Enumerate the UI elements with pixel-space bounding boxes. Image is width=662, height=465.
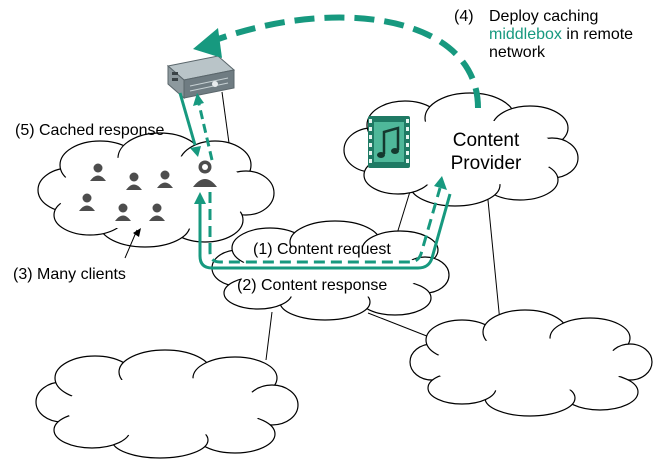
bottom-cloud-core xyxy=(65,377,265,437)
client-to-middlebox-request xyxy=(197,103,214,161)
cached-response-label: (5) Cached response xyxy=(15,122,165,139)
provider-cloud-core xyxy=(367,119,557,187)
step4-text-line1: Deploy caching xyxy=(489,8,599,25)
link-provider-to-right-cloud xyxy=(486,189,501,323)
client-person-icon xyxy=(90,163,106,181)
many-clients-label: (3) Many clients xyxy=(13,266,126,283)
content-request-arrowhead xyxy=(434,176,447,190)
client-person-icon xyxy=(79,193,95,211)
content-request-path xyxy=(208,187,442,264)
middlebox-highlight: middlebox xyxy=(489,26,562,43)
cached-response-arrow xyxy=(178,92,197,146)
content-response-arrowhead xyxy=(194,192,206,204)
client-to-middlebox-arrowhead xyxy=(193,93,204,106)
content-provider-label: Content Provider xyxy=(438,129,534,175)
server-rack-icon xyxy=(166,55,236,100)
client-person-icon xyxy=(149,203,165,221)
step4-line2-rest: in remote xyxy=(561,26,634,43)
content-provider-line1: Content xyxy=(452,130,520,151)
client-person-icon xyxy=(115,203,131,221)
content-provider-line2: Provider xyxy=(450,153,522,174)
many-clients-pointer xyxy=(124,229,138,259)
many-clients-pointer-head xyxy=(133,228,141,237)
content-response-label: (2) Content response xyxy=(237,277,388,294)
link-middle-to-bottom-cloud xyxy=(265,311,273,361)
cached-response-arrowhead xyxy=(190,146,201,157)
right-cloud-core xyxy=(432,338,628,392)
highlighted-client-person-icon xyxy=(193,160,217,187)
client-icons xyxy=(79,160,217,221)
step4-text-line3: network xyxy=(489,44,546,61)
core-cloud-core xyxy=(238,245,422,299)
content-request-label: (1) Content request xyxy=(253,241,391,258)
client-person-icon xyxy=(157,170,173,188)
client-person-icon xyxy=(126,172,142,190)
deploy-middlebox-arrowhead xyxy=(193,28,222,58)
step4-number: (4) xyxy=(454,8,474,25)
film-strip-music-icon xyxy=(368,116,410,168)
client-cloud-core xyxy=(57,155,253,231)
step4-text-line2: middlebox in remote xyxy=(489,25,633,44)
content-response-path xyxy=(198,193,452,270)
deploy-middlebox-arrow xyxy=(208,14,481,109)
